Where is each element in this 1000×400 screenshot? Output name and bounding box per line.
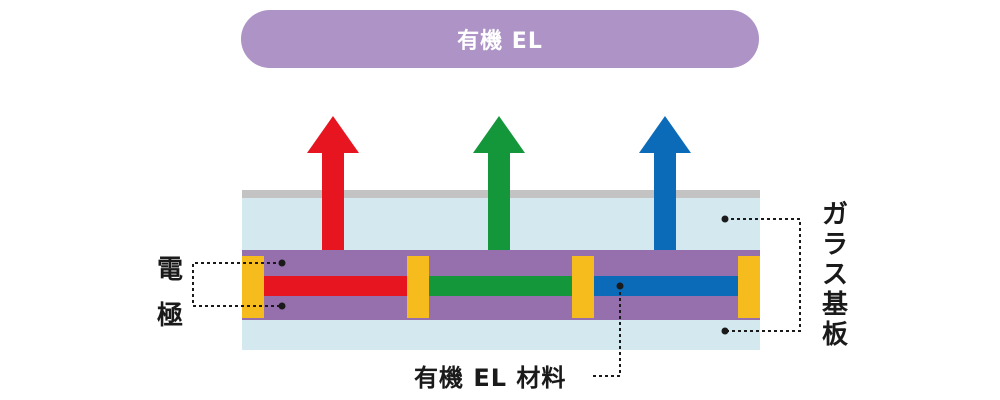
- glass-label-char-2: ラ: [821, 230, 848, 260]
- blue-emitter-strip: [594, 276, 738, 296]
- glass-leader-dot-top: [721, 215, 729, 223]
- glass-label-char-1: ガ: [821, 200, 848, 230]
- electrode-2: [407, 256, 429, 318]
- organic-el-title: 有機 EL: [241, 10, 759, 68]
- electrode-label-char-1: 電: [156, 255, 183, 285]
- red-emitter-strip: [264, 276, 407, 296]
- electrode-leader-dot-bottom: [278, 302, 286, 310]
- glass-label-char-3: ス: [821, 260, 848, 290]
- glass-substrate-label: ガ ラ ス 基 板: [818, 200, 852, 350]
- glass-leader-line: [725, 218, 801, 332]
- blue-light-arrow-icon: [639, 116, 691, 250]
- glass-leader-dot-bottom: [721, 327, 729, 335]
- green-light-arrow-icon: [473, 116, 525, 250]
- green-emitter-strip: [429, 276, 572, 296]
- organic-el-material-label: 有機 EL 材料: [414, 364, 567, 392]
- bottom-glass-substrate: [242, 320, 760, 350]
- glass-label-char-5: 板: [821, 320, 848, 350]
- glass-label-char-4: 基: [821, 290, 848, 320]
- electrode-1: [242, 256, 264, 318]
- material-leader-line: [592, 286, 621, 377]
- red-light-arrow-icon: [307, 116, 359, 250]
- electrode-label: 電 極: [150, 247, 190, 339]
- electrode-leader-dot-top: [278, 259, 286, 267]
- material-leader-dot: [616, 282, 624, 290]
- electrode-leader-line: [192, 262, 282, 307]
- electrode-4: [738, 256, 760, 318]
- electrode-label-char-2: 極: [156, 301, 183, 331]
- electrode-3: [572, 256, 594, 318]
